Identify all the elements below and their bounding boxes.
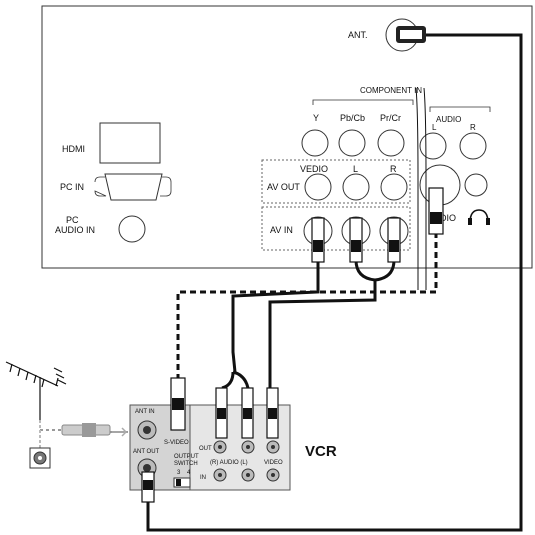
vcr-title: VCR — [305, 443, 337, 460]
antenna-icon — [5, 361, 67, 420]
av-out-r-label: R — [390, 164, 397, 174]
component-pb-label: Pb/Cb — [340, 113, 365, 123]
vcr-s-video-label: S-VIDEO — [164, 440, 189, 446]
vcr-output-switch — [173, 477, 191, 488]
component-pr-jack — [377, 129, 405, 157]
vcr-video-label: VIDEO — [264, 460, 283, 466]
pc-audio-in-label-2: AUDIO IN — [55, 225, 95, 235]
av-out-label: AV OUT — [267, 182, 300, 192]
hdmi-port — [99, 122, 161, 164]
ant-label: ANT. — [348, 30, 368, 40]
ant-socket — [385, 18, 426, 52]
vcr-audio-label: (R) AUDIO (L) — [210, 460, 248, 466]
component-audio-r-label: R — [470, 123, 476, 132]
component-pr-label: Pr/Cr — [380, 113, 401, 123]
hdmi-label: HDMI — [62, 144, 85, 154]
vcr-switch-label: SWITCH — [174, 461, 198, 467]
av-in-plugs — [311, 187, 444, 263]
pc-audio-in-jack — [118, 215, 146, 243]
vcr-out-label: OUT — [199, 446, 212, 452]
antenna-plug — [61, 423, 128, 437]
headphone-icon — [468, 209, 490, 225]
component-audio-r-jack — [459, 132, 487, 160]
av-in-label: AV IN — [270, 225, 293, 235]
component-pb-jack — [338, 129, 366, 157]
cables — [40, 33, 523, 532]
s-video-label-partial: DIO — [440, 213, 456, 223]
av-in-group — [261, 206, 411, 251]
av-out-l-label: L — [353, 164, 358, 174]
pc-in-port — [104, 173, 163, 201]
pc-audio-in-label-1: PC — [66, 215, 79, 225]
tv-rear-panel: ANT. COMPONENT IN Y Pb/Cb Pr/Cr AUDIO L … — [41, 5, 533, 269]
vcr-in-label: IN — [200, 475, 206, 481]
vcr-ant-in-label: ANT IN — [135, 409, 155, 415]
av-out-group — [261, 159, 411, 204]
vcr-switch-3: 3 — [177, 470, 181, 476]
component-audio-l-label: L — [432, 123, 437, 132]
component-audio-l-jack — [419, 132, 447, 160]
component-in-label: COMPONENT IN — [360, 86, 422, 95]
headphone-jack — [464, 173, 488, 197]
wall-socket-icon — [29, 420, 51, 469]
component-y-label: Y — [313, 113, 319, 123]
component-y-jack — [301, 129, 329, 157]
component-audio-label: AUDIO — [436, 115, 461, 124]
vcr-rear-panel: ANT IN ANT OUT S-VIDEO OUTPUT SWITCH 3 4… — [129, 377, 337, 503]
vcr-output-label: OUTPUT — [174, 454, 199, 460]
av-out-video-label: VEDIO — [300, 164, 328, 174]
pc-in-label: PC IN — [60, 182, 84, 192]
vcr-ant-out-label: ANT OUT — [133, 449, 160, 455]
vcr-switch-4: 4 — [187, 470, 191, 476]
